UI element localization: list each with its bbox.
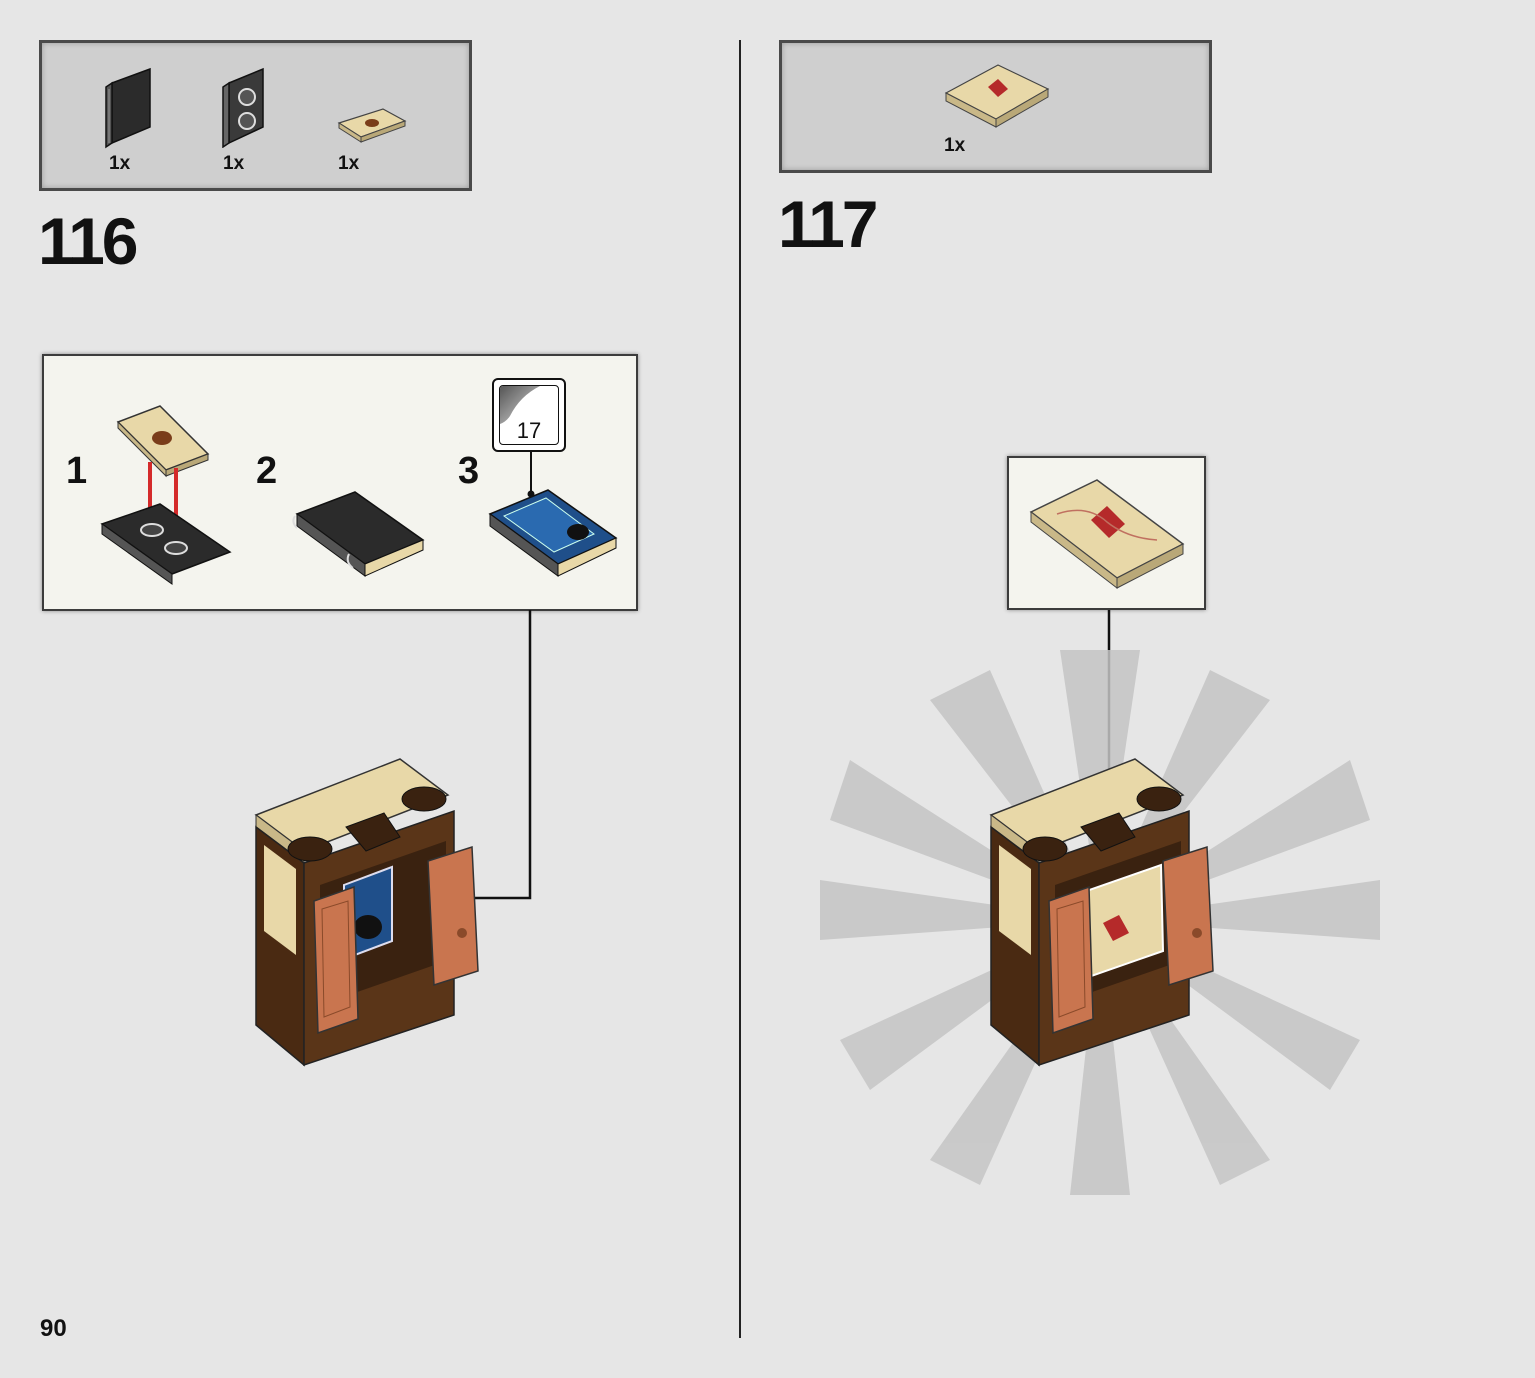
marauders-map-inserted-icon [1073, 863, 1165, 983]
sticker-number: 17 [516, 418, 542, 443]
substep-3-illustration [488, 489, 618, 577]
substep-number: 2 [256, 450, 278, 492]
cabinet-assembly-116 [254, 758, 479, 1067]
step-number-116: 116 [38, 204, 138, 278]
parts-list-step-116: 1x 1x 1x [39, 40, 472, 191]
cabinet-door-left [1048, 885, 1094, 1035]
substep-2-illustration [292, 491, 425, 577]
cabinet-assembly-117 [989, 758, 1214, 1067]
cabinet-door-left [313, 885, 359, 1035]
page-number: 90 [40, 1315, 67, 1342]
black-book-icon [292, 491, 425, 577]
parts-list-step-117: 1x [779, 40, 1212, 173]
part-qty: 1x [338, 153, 360, 174]
marauders-map-tile-part-icon [944, 64, 1050, 128]
tan-printed-tile-part-icon [337, 108, 407, 143]
tan-tile-icon [116, 405, 210, 478]
black-hinge-plate-part-icon [222, 67, 264, 148]
cabinet-door-right [1162, 845, 1214, 987]
step-number-117: 117 [778, 187, 878, 261]
substep-number: 1 [66, 450, 88, 492]
sticker-callout-line [527, 452, 535, 498]
black-hinge-plate-icon [100, 503, 232, 585]
page-divider [739, 40, 741, 1338]
sticker-peel-icon [500, 386, 540, 424]
substep-1-illustration [100, 405, 232, 585]
sticker-badge: 17 [492, 378, 566, 452]
black-book-part-icon [105, 67, 151, 149]
blue-potion-book-icon [488, 489, 618, 577]
part-qty: 1x [944, 135, 966, 156]
part-qty: 1x [109, 153, 131, 174]
map-tile-callout-box [1007, 456, 1206, 610]
marauders-map-tile-icon [1029, 479, 1185, 590]
substep-number: 3 [458, 450, 480, 492]
cabinet-door-right [427, 845, 479, 987]
sticker-frame: 17 [499, 385, 559, 445]
part-qty: 1x [223, 153, 245, 174]
